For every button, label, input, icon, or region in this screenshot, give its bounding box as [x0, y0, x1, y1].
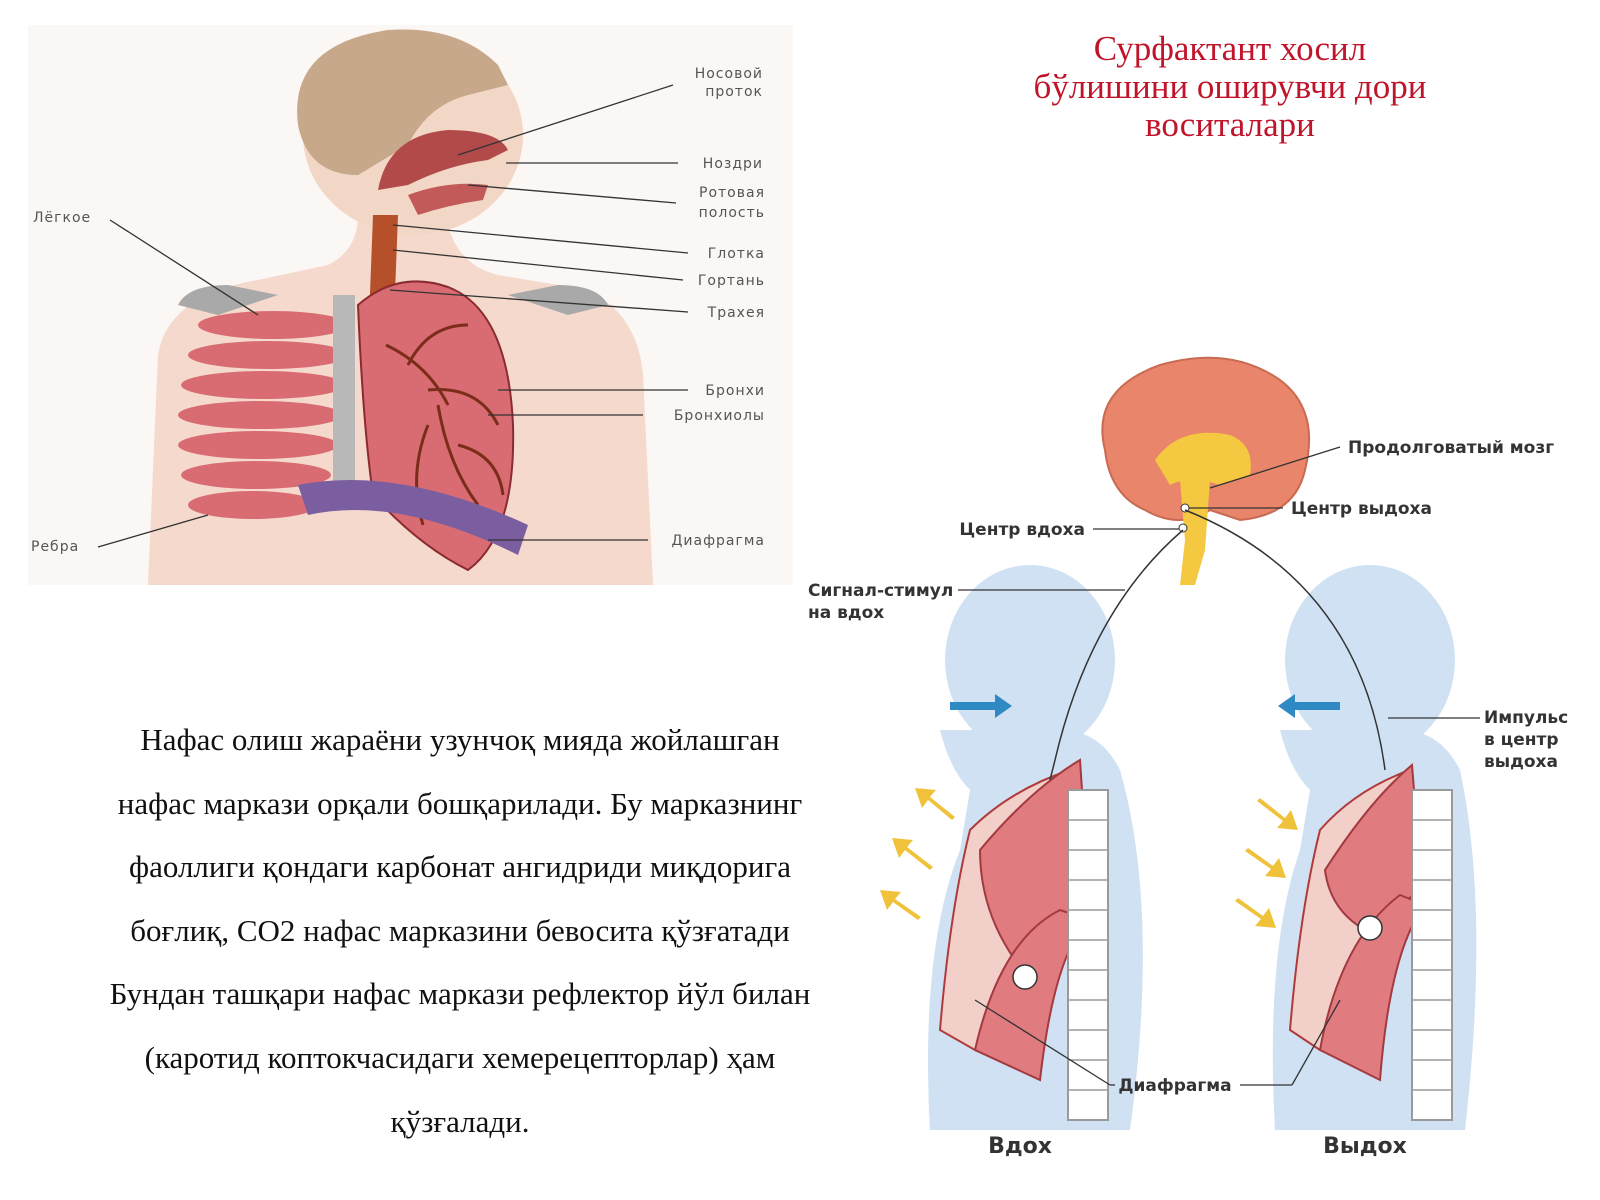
expand-arrow-icon-3 — [880, 890, 921, 920]
leader-lines — [97, 84, 689, 548]
label-oral-line1: Ротовая — [699, 185, 765, 201]
contract-arrow-icon-2 — [1245, 848, 1286, 878]
label-leader-lines — [958, 446, 1480, 1086]
inhale-chest — [938, 758, 1109, 1121]
body-line-7: қўзғалади. — [390, 1103, 530, 1139]
body-line-5: Бундан ташқари нафас маркази рефлектор й… — [109, 976, 811, 1012]
sternum — [333, 295, 355, 495]
oral-cavity — [408, 183, 488, 215]
title-line-2: бўлишини оширувчи дори — [1033, 67, 1427, 106]
expand-arrow-icon-1 — [915, 788, 955, 820]
label-exhale: Выдох — [1323, 1134, 1407, 1159]
label-bronchioles: Бронхиолы — [674, 408, 765, 424]
rib-cage-icon — [178, 285, 608, 519]
label-medulla: Продолговатый мозг — [1348, 438, 1554, 458]
label-ribs: Ребра — [31, 539, 79, 555]
label-signal-line2: на вдох — [808, 603, 884, 623]
label-diaphragm: Диафрагма — [671, 533, 765, 549]
label-impulse-line3: выдоха — [1484, 752, 1558, 772]
label-nostrils: Ноздри — [703, 156, 763, 172]
body-line-4: боғлиқ, CO2 нафас марказини бевосита қўз… — [130, 912, 790, 948]
body-line-6: (каротид коптокчасидаги хемерецепторлар)… — [144, 1039, 776, 1075]
hair-icon — [297, 29, 508, 176]
airflow-arrows — [880, 694, 1340, 928]
page-title: Сурфактант хосил бўлишини оширувчи дори … — [950, 30, 1510, 144]
label-larynx: Гортань — [698, 273, 765, 289]
title-line-3: воситалари — [1145, 105, 1315, 144]
contract-arrow-icon-1 — [1257, 798, 1298, 830]
body-paragraph: Нафас олиш жараёни узунчоқ мияда жойлашг… — [40, 708, 880, 1153]
body-line-2: нафас маркази орқали бошқарилади. Бу мар… — [117, 785, 803, 821]
label-oral-line2: полость — [699, 205, 765, 221]
inhale-arrow-icon — [950, 694, 1012, 718]
label-impulse-line2: в центр — [1484, 730, 1559, 750]
contract-arrow-icon-3 — [1235, 898, 1276, 928]
label-exhale-center: Центр выдоха — [1291, 499, 1432, 519]
label-impulse-line1: Импульс — [1484, 708, 1568, 728]
label-inhale-center: Центр вдоха — [959, 520, 1085, 540]
exhale-chest — [1288, 762, 1453, 1121]
respiratory-system-diagram: Носовой проток Ноздри Ротовая полость Гл… — [28, 25, 793, 585]
brain-icon — [1101, 356, 1311, 585]
label-pharynx: Глотка — [708, 246, 765, 262]
title-line-1: Сурфактант хосил — [1093, 29, 1367, 68]
body-line-3: фаоллиги қондаги карбонат ангидриди миқд… — [129, 849, 791, 885]
label-nasal-line2: проток — [705, 84, 763, 100]
label-bronchi: Бронхи — [705, 383, 765, 399]
label-nasal-line1: Носовой — [695, 66, 763, 82]
label-trachea: Трахея — [707, 305, 765, 321]
breathing-control-diagram: Продолговатый мозг Центр выдоха Центр вд… — [808, 356, 1568, 1159]
label-diaphragm-breath: Диафрагма — [1118, 1076, 1231, 1096]
expand-arrow-icon-2 — [892, 838, 933, 870]
body-line-1: Нафас олиш жараёни узунчоқ мияда жойлашг… — [140, 722, 780, 757]
label-lung: Лёгкое — [33, 210, 91, 226]
nasal-cavity — [378, 130, 508, 190]
nerve-paths — [1049, 509, 1386, 781]
label-signal-line1: Сигнал-стимул — [808, 581, 953, 601]
diaphragm-shape — [298, 480, 528, 555]
exhale-arrow-icon — [1278, 694, 1340, 718]
label-inhale: Вдох — [988, 1134, 1052, 1159]
